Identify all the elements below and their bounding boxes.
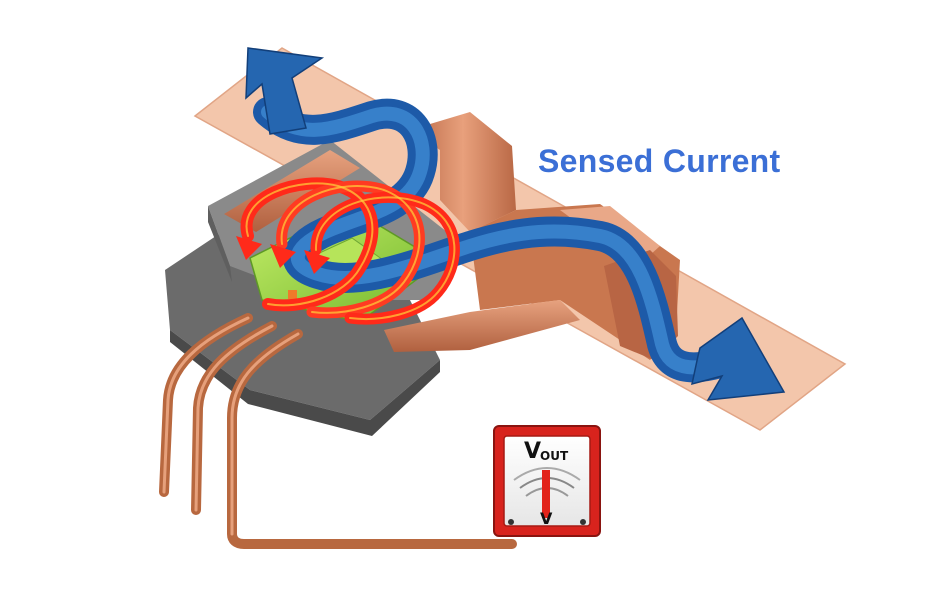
sensed-current-label: Sensed Current [538,143,781,179]
meter-label-out: OUT [540,449,569,463]
magnetic-field-loops [236,177,460,325]
meter-label-v: V [524,439,541,464]
vout-voltmeter: V OUT V [493,425,601,537]
meter-needle [542,470,550,518]
ic-pins [159,313,517,549]
sensed-current-arrow [245,47,786,401]
meter-unit-v: V [540,509,553,528]
